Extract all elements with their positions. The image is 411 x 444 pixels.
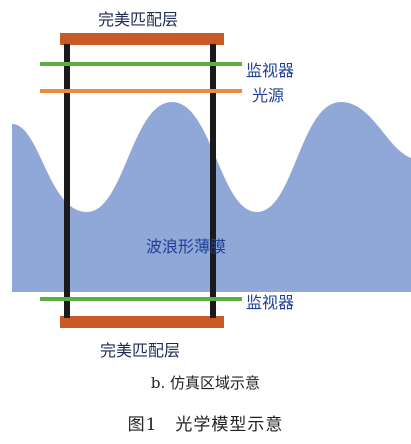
monitor-line-bottom bbox=[40, 297, 242, 301]
label-pml-top: 完美匹配层 bbox=[98, 10, 178, 29]
boundary-right bbox=[210, 44, 216, 318]
label-source: 光源 bbox=[252, 86, 284, 105]
boundary-left bbox=[64, 44, 70, 318]
label-monitor-top: 监视器 bbox=[246, 61, 294, 80]
pml-bar-bottom bbox=[60, 316, 224, 328]
label-film: 波浪形薄膜 bbox=[146, 237, 226, 256]
label-pml-bottom: 完美匹配层 bbox=[100, 341, 180, 360]
monitor-line-top bbox=[40, 62, 242, 66]
sub-caption: b. 仿真区域示意 bbox=[150, 374, 261, 392]
label-monitor-bottom: 监视器 bbox=[246, 293, 294, 312]
source-line bbox=[40, 89, 242, 93]
figure-caption: 图1 光学模型示意 bbox=[127, 415, 284, 435]
pml-bar-top bbox=[60, 33, 224, 45]
